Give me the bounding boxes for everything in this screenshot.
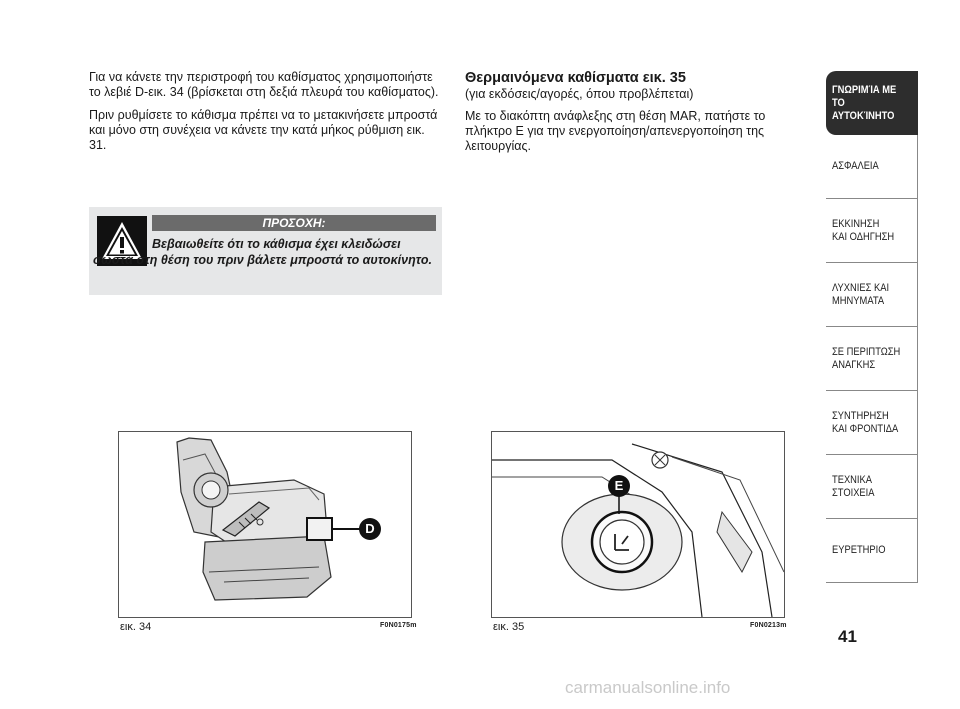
figure-35-caption: εικ. 35 (493, 621, 525, 633)
callout-d: D (359, 518, 381, 540)
warning-label: ΠΡΟΣΟΧΗ: (152, 215, 436, 231)
figure-34-seat-lever: D (118, 431, 412, 618)
tab-index[interactable]: ΕΥΡΕΤΗΡΙΟ (826, 519, 918, 583)
paragraph-seat-rotation: Για να κάνετε την περιστροφή του καθίσμα… (89, 70, 439, 99)
tab-emergency[interactable]: ΣΕ ΠΕΡΙΠΤΩΣΗ ΑΝΑΓΚΗΣ (826, 327, 918, 391)
callout-e: E (608, 475, 630, 497)
warning-text: Βεβαιωθείτε ότι το κάθισμα έχει κλειδώσε… (93, 237, 432, 267)
figure-34-caption: εικ. 34 (120, 621, 152, 633)
tab-getting-to-know-vehicle[interactable]: ΓΝΩΡΙΜΊΑ ΜΕ ΤΟ ΑΥΤΟΚΊΝΗΤΟ (826, 71, 918, 135)
section-subtitle: (για εκδόσεις/αγορές, όπου προβλέπεται) (465, 87, 694, 101)
tab-starting-driving[interactable]: ΕΚΚΙΝΗΣΗ ΚΑΙ ΟΔΗΓΗΣΗ (826, 199, 918, 263)
paragraph-seat-adjust: Πριν ρυθμίσετε το κάθισμα πρέπει να το μ… (89, 108, 438, 152)
right-column: Θερμαινόμενα καθίσματα εικ. 35 (για εκδό… (465, 70, 795, 154)
page-number: 41 (838, 627, 857, 646)
figure-35-code: F0N0213m (750, 622, 787, 629)
tab-maintenance[interactable]: ΣΥΝΤΗΡΗΣΗ ΚΑΙ ΦΡΟΝΤΙΔΑ (826, 391, 918, 455)
figure-34-code: F0N0175m (380, 622, 417, 629)
figure-35-heated-seat-button: E (491, 431, 785, 618)
tab-warning-lights[interactable]: ΛΥΧΝΙΕΣ ΚΑΙ ΜΗΝΥΜΑΤΑ (826, 263, 918, 327)
tab-safety[interactable]: ΑΣΦΑΛΕΙΑ (826, 135, 918, 199)
warning-triangle-icon (97, 216, 147, 266)
left-column: Για να κάνετε την περιστροφή του καθίσμα… (89, 70, 439, 161)
chapter-tabs: ΓΝΩΡΙΜΊΑ ΜΕ ΤΟ ΑΥΤΟΚΊΝΗΤΟ ΑΣΦΑΛΕΙΑ ΕΚΚΙΝ… (826, 71, 918, 583)
section-title: Θερμαινόμενα καθίσματα εικ. 35 (465, 70, 686, 86)
tab-technical-specs[interactable]: ΤΕΧΝΙΚΑ ΣΤΟΙΧΕΙΑ (826, 455, 918, 519)
watermark: carmanualsonline.info (565, 678, 731, 697)
warning-box: ΠΡΟΣΟΧΗ: Βεβαιωθείτε ότι το κάθισμα έχει… (89, 207, 442, 295)
paragraph-heated-seats: Με το διακόπτη ανάφλεξης στη θέση MAR, π… (465, 109, 766, 153)
